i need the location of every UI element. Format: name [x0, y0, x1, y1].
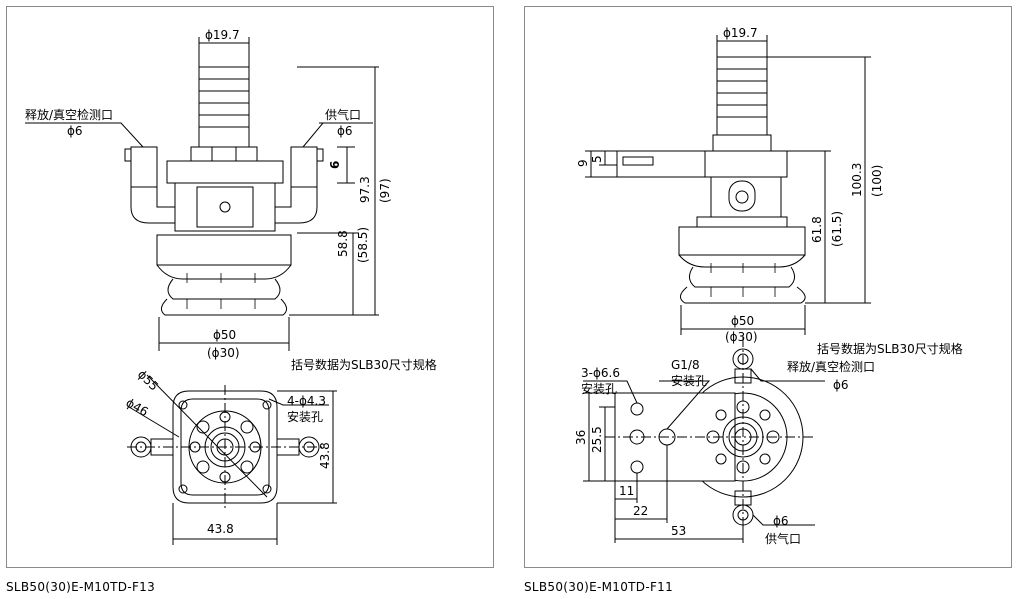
- left-holes-label: 安装孔: [287, 409, 323, 424]
- left-release-dia: ϕ6: [67, 124, 83, 138]
- left-release-port-label: 释放/真空检测口: [25, 107, 113, 122]
- right-dim-36: 36: [574, 430, 588, 445]
- left-dim-97-3: 97.3: [358, 176, 372, 203]
- right-dim-100-3: 100.3: [850, 163, 864, 197]
- left-caption: SLB50(30)E-M10TD-F13: [6, 580, 156, 594]
- right-phi50: ϕ50: [731, 314, 754, 328]
- right-dim-11: 11: [619, 484, 634, 498]
- right-dim-5: 5: [590, 155, 604, 163]
- left-phi30: (ϕ30): [207, 346, 240, 360]
- left-phi46: ϕ46: [124, 395, 151, 419]
- left-dim-97: (97): [378, 178, 392, 203]
- left-dim-43-8-h: 43.8: [207, 522, 234, 536]
- left-holes: 4-ϕ4.3: [287, 394, 326, 408]
- right-dim-61-8: 61.8: [810, 216, 824, 243]
- left-technical-drawing: ϕ19.7 释放/真空检测口 ϕ6 供气口 ϕ6 6 97.3 (97) 58.…: [25, 28, 437, 545]
- right-holes: 3-ϕ6.6: [581, 366, 620, 380]
- right-dim-100: (100): [870, 165, 884, 197]
- right-dim-25-5: 25.5: [590, 426, 604, 453]
- left-supply-port-label: 供气口: [325, 107, 361, 122]
- right-dim-53: 53: [671, 524, 686, 538]
- right-top-dia: ϕ19.7: [723, 26, 758, 40]
- right-supply-dia: ϕ6: [773, 514, 789, 528]
- right-dim-22: 22: [633, 504, 648, 518]
- left-top-dia: ϕ19.7: [205, 28, 240, 42]
- left-supply-dia: ϕ6: [337, 124, 353, 138]
- right-note: 括号数据为SLB30尺寸规格: [817, 341, 963, 356]
- right-drawing-panel: ϕ19.7 9 5 100.3 (100) 61.8 (61.5) ϕ50 (ϕ…: [524, 6, 1012, 568]
- left-phi50: ϕ50: [213, 328, 236, 342]
- left-dim-6: 6: [328, 161, 342, 169]
- left-dim-58-8: 58.8: [336, 230, 350, 257]
- right-caption: SLB50(30)E-M10TD-F11: [524, 580, 674, 594]
- right-dim-9: 9: [576, 159, 590, 167]
- left-drawing-panel: ϕ19.7 释放/真空检测口 ϕ6 供气口 ϕ6 6 97.3 (97) 58.…: [6, 6, 494, 568]
- right-dim-61-5: (61.5): [830, 211, 844, 247]
- left-phi55: ϕ55: [135, 367, 161, 393]
- right-g18-label: 安装孔: [671, 373, 707, 388]
- right-release-dia: ϕ6: [833, 378, 849, 392]
- right-g18: G1/8: [671, 358, 700, 372]
- right-phi30: (ϕ30): [725, 330, 758, 344]
- left-dim-43-8-v: 43.8: [318, 442, 332, 469]
- right-technical-drawing: ϕ19.7 9 5 100.3 (100) 61.8 (61.5) ϕ50 (ϕ…: [574, 26, 963, 546]
- right-release-port-label: 释放/真空检测口: [787, 359, 875, 374]
- left-note: 括号数据为SLB30尺寸规格: [291, 357, 437, 372]
- right-supply-port-label: 供气口: [765, 531, 801, 546]
- right-holes-label: 安装孔: [581, 381, 617, 396]
- left-dim-58-5: (58.5): [356, 227, 370, 263]
